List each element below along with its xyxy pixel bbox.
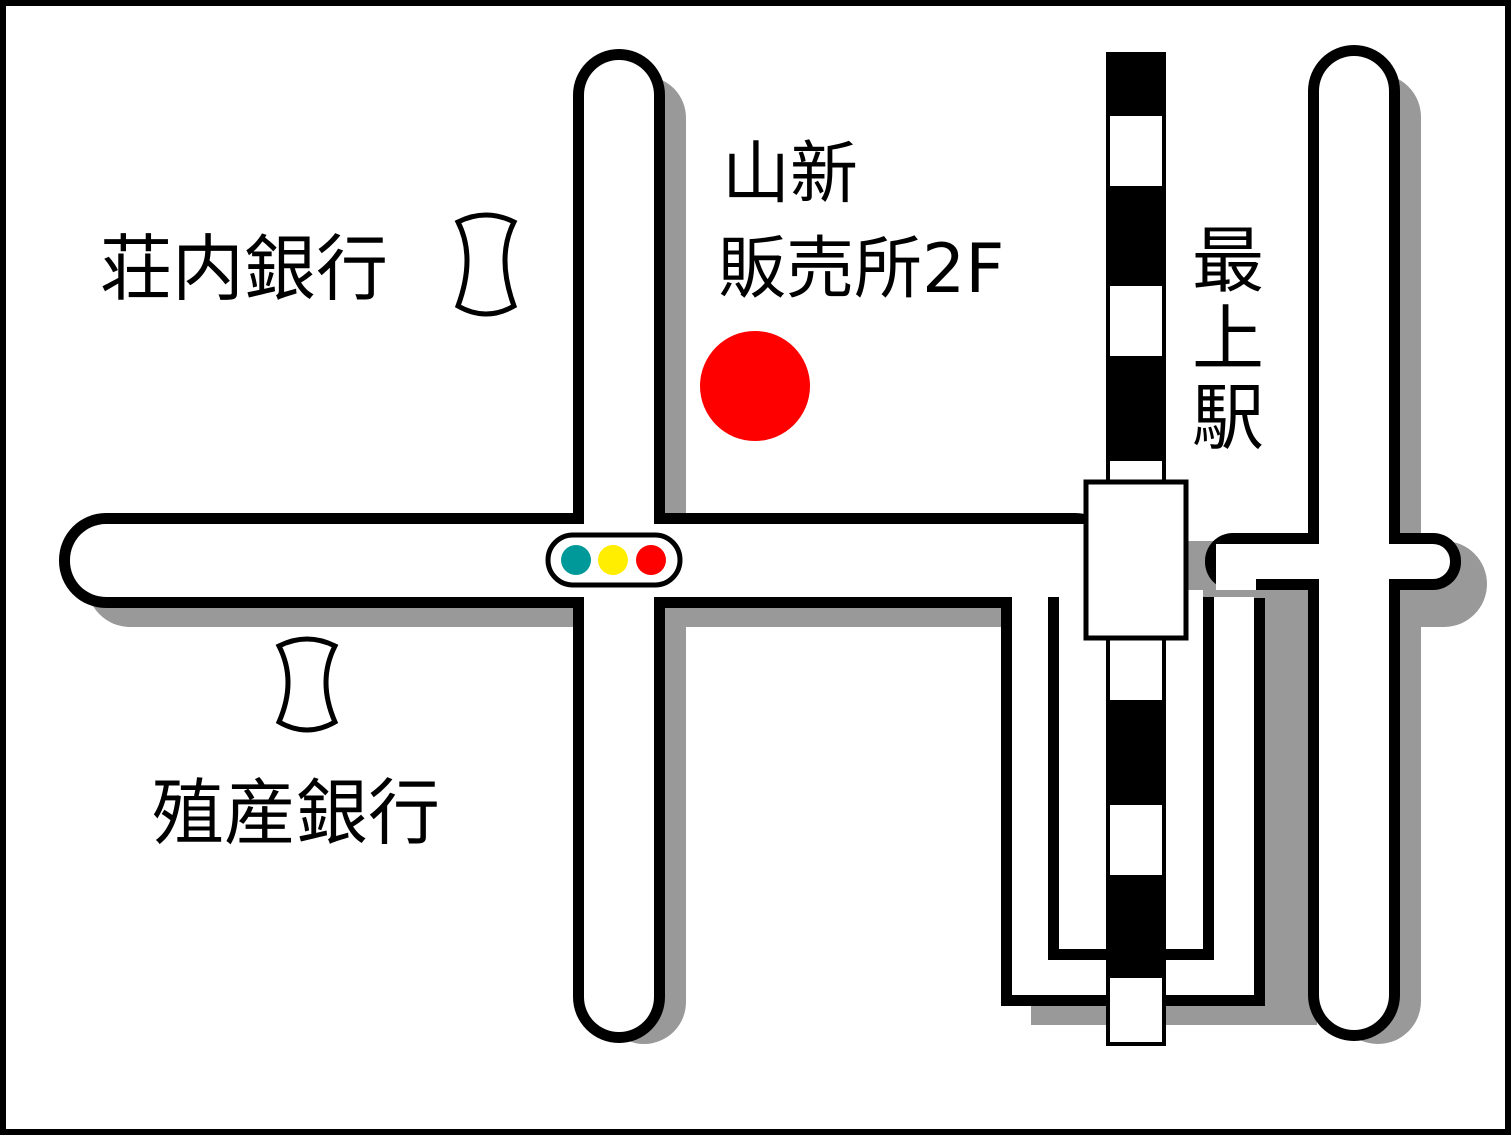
station-label-char-1: 最 bbox=[1192, 219, 1264, 303]
road-join-east bbox=[1319, 544, 1389, 579]
bank-symbol-icon bbox=[275, 636, 339, 733]
station-label-char-3: 駅 bbox=[1192, 376, 1264, 460]
signal-green-icon bbox=[561, 545, 591, 575]
shokusan-bank-label: 殖産銀行 bbox=[152, 771, 440, 855]
signal-red-icon bbox=[636, 545, 666, 575]
railway bbox=[1083, 52, 1189, 1046]
station-building bbox=[1083, 479, 1189, 641]
road-join-loop-east bbox=[1216, 544, 1256, 590]
signal-yellow-icon bbox=[598, 545, 628, 575]
traffic-light-icon bbox=[545, 532, 683, 588]
road-vertical-right bbox=[1319, 56, 1389, 1030]
destination-label-line2: 販売所2F bbox=[718, 230, 1004, 309]
bank-symbol-icon bbox=[454, 212, 518, 317]
railway-black-bars bbox=[1110, 56, 1162, 978]
station-label-char-2: 上 bbox=[1192, 297, 1264, 381]
destination-marker-icon bbox=[700, 331, 810, 441]
shonai-bank-label: 荘内銀行 bbox=[100, 227, 388, 311]
destination-label-line1: 山新 bbox=[722, 135, 858, 214]
